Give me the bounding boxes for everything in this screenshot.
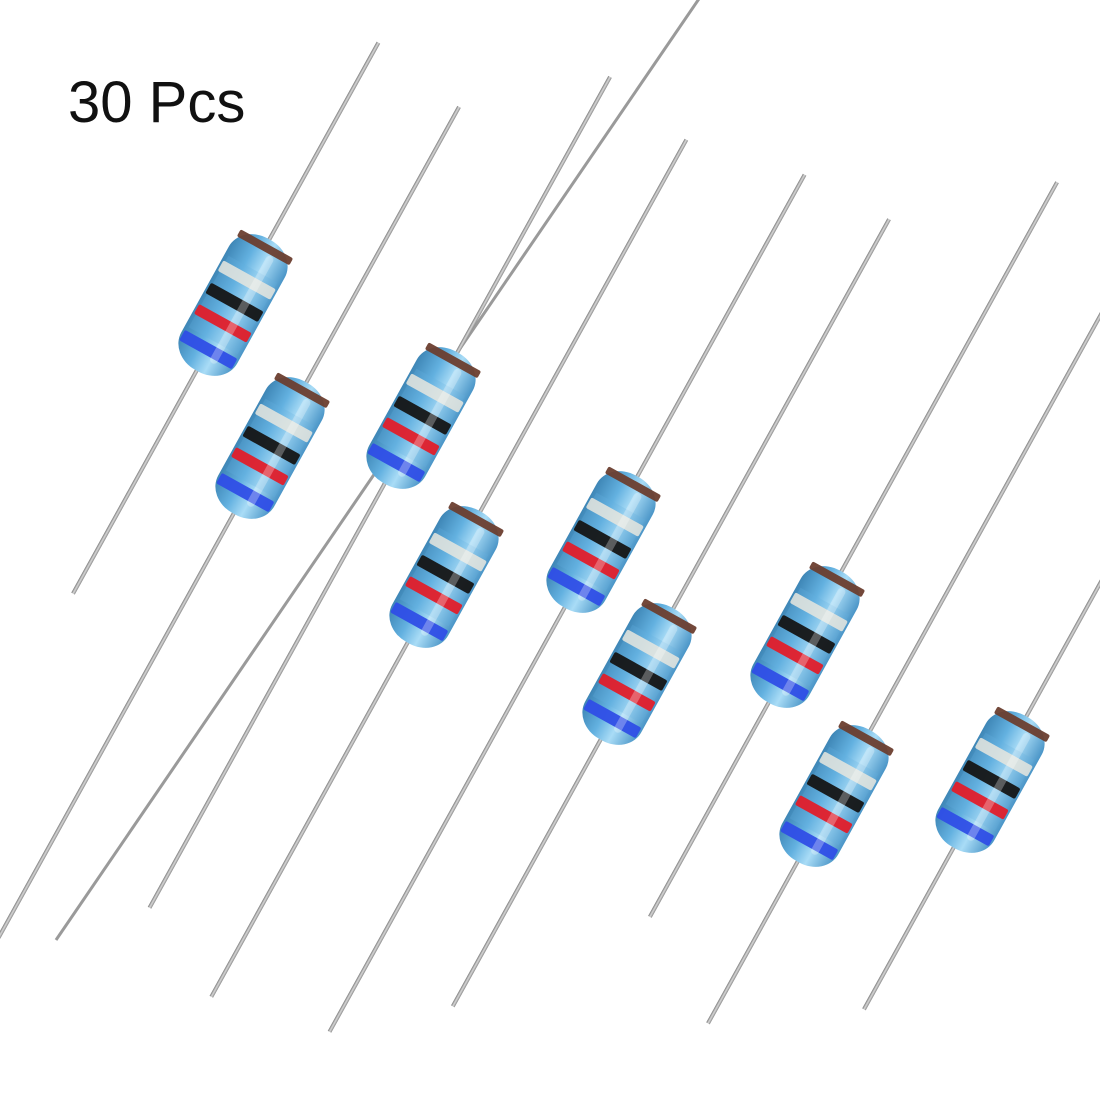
color-band	[605, 466, 661, 502]
color-band	[255, 404, 313, 443]
resistor-highlight	[782, 587, 846, 696]
color-band	[795, 795, 853, 834]
color-band	[448, 501, 504, 537]
color-band	[406, 374, 464, 413]
color-band	[936, 807, 994, 846]
color-band	[274, 372, 330, 408]
resistor	[706, 305, 1100, 1025]
color-band	[562, 541, 620, 580]
resistor	[0, 105, 461, 939]
resistor-highlight	[210, 255, 274, 364]
color-band	[417, 555, 474, 594]
quantity-caption: 30 Pcs	[68, 70, 246, 135]
color-band	[231, 447, 289, 486]
color-band	[394, 396, 451, 435]
resistor-highlight	[421, 527, 485, 636]
resistor-highlight	[614, 624, 678, 733]
color-band	[975, 738, 1033, 777]
color-band	[390, 602, 448, 641]
color-band	[766, 636, 824, 675]
resistor-lead	[862, 396, 1100, 1011]
color-band	[216, 473, 274, 512]
resistor	[71, 41, 381, 595]
color-band	[790, 593, 848, 632]
color-band	[382, 417, 440, 456]
resistor-lead	[147, 75, 612, 909]
color-band	[405, 576, 463, 615]
color-band	[194, 304, 252, 343]
color-band	[574, 520, 631, 559]
color-band	[778, 615, 835, 654]
color-band	[583, 699, 641, 738]
color-band	[994, 706, 1050, 742]
color-band	[622, 630, 680, 669]
color-band	[586, 498, 644, 537]
resistor	[451, 218, 891, 1008]
color-band	[598, 673, 656, 712]
color-band	[179, 330, 237, 369]
color-band	[237, 229, 293, 265]
resistor	[209, 138, 689, 998]
resistor	[327, 173, 807, 1033]
resistor-highlight	[967, 732, 1031, 841]
color-band	[751, 662, 809, 701]
color-band	[367, 443, 425, 482]
resistor-highlight	[811, 746, 875, 855]
color-band	[218, 261, 276, 300]
color-band	[429, 533, 487, 572]
resistor-highlight	[578, 492, 642, 601]
resistor	[147, 75, 612, 909]
color-band	[547, 567, 605, 606]
resistor	[862, 396, 1100, 1011]
color-band	[819, 752, 877, 791]
color-band	[809, 561, 865, 597]
resistor-lead	[648, 181, 1059, 918]
resistor-lead	[0, 105, 461, 939]
color-band	[838, 720, 894, 756]
resistor-highlight	[398, 368, 462, 477]
color-band	[641, 598, 697, 634]
color-band	[951, 781, 1009, 820]
resistor-highlight	[247, 398, 311, 507]
color-band	[963, 760, 1020, 799]
color-band	[807, 774, 864, 813]
color-band	[610, 652, 667, 691]
color-band	[243, 426, 300, 465]
color-band	[206, 283, 263, 322]
color-band	[780, 821, 838, 860]
color-band	[425, 342, 481, 378]
resistor	[648, 181, 1059, 918]
